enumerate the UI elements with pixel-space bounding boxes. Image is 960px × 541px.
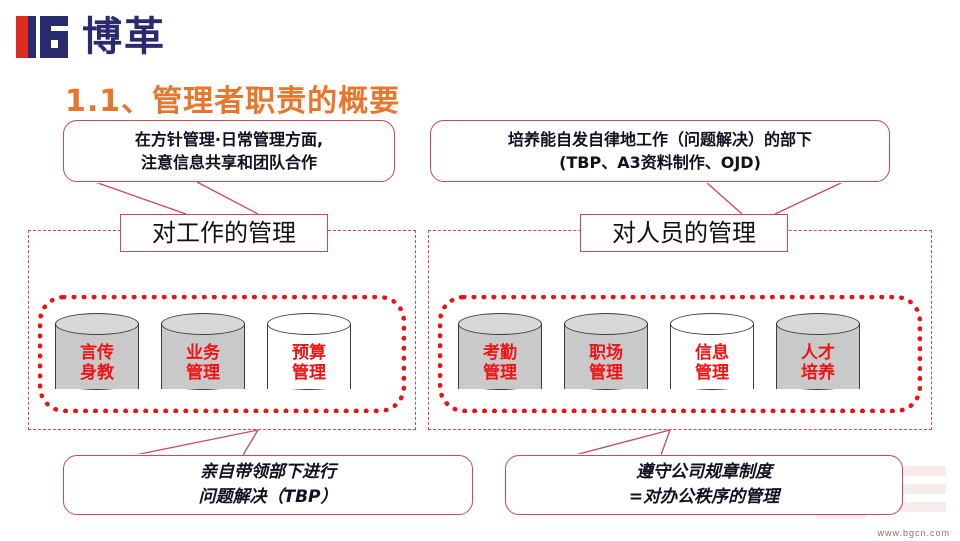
bg-monogram-icon: [14, 14, 72, 60]
callout-text: 亲自带领部下进行 问题解决（TBP）: [198, 462, 338, 507]
callout-top-left: 在方针管理·日常管理方面, 注意信息共享和团队合作: [63, 120, 395, 182]
cylinder-label: 预算 管理: [292, 342, 326, 383]
cylinder-label: 人才 培养: [801, 342, 835, 383]
cylinder-item[interactable]: 考勤 管理: [458, 313, 542, 397]
cylinder-item[interactable]: 预算 管理: [267, 313, 351, 397]
cylinder-body: [55, 323, 139, 389]
cylinder-top: [458, 313, 542, 335]
group-box-work-management: [38, 295, 406, 413]
group-box-people-management: [438, 295, 922, 413]
callout-top-right: 培养能自发自律地工作（问题解决）的部下 (TBP、A3资料制作、OJD): [430, 120, 890, 182]
cylinder-top: [161, 313, 245, 335]
callout-bottom-left: 亲自带领部下进行 问题解决（TBP）: [63, 455, 473, 515]
page-title: 1.1、管理者职责的概要: [65, 84, 401, 119]
cylinder-label: 业务 管理: [186, 342, 220, 383]
cylinder-top: [55, 313, 139, 335]
cylinder-item[interactable]: 职场 管理: [564, 313, 648, 397]
cylinder-top: [776, 313, 860, 335]
cylinder-row-people-management: 考勤 管理 职场 管理 信息 管理 人才 培养: [458, 312, 904, 398]
brand-name: 博革: [82, 14, 166, 60]
region-label-text: 对工作的管理: [152, 219, 296, 247]
callout-bottom-right: 遵守公司规章制度 =对办公秩序的管理: [505, 455, 903, 515]
callout-text: 在方针管理·日常管理方面, 注意信息共享和团队合作: [134, 129, 324, 172]
cylinder-top: [267, 313, 351, 335]
cylinder-item[interactable]: 信息 管理: [670, 313, 754, 397]
cylinder-label: 考勤 管理: [483, 342, 517, 383]
cylinder-label: 信息 管理: [695, 342, 729, 383]
callout-text: 遵守公司规章制度 =对办公秩序的管理: [628, 462, 780, 507]
cylinder-item[interactable]: 业务 管理: [161, 313, 245, 397]
cylinder-top: [670, 313, 754, 335]
cylinder-item[interactable]: 言传 身教: [55, 313, 139, 397]
cylinder-top: [564, 313, 648, 335]
region-label-text: 对人员的管理: [612, 219, 756, 247]
cylinder-label: 职场 管理: [589, 342, 623, 383]
brand-logo: 博革: [14, 12, 166, 62]
region-label-people-management: 对人员的管理: [580, 214, 788, 252]
cylinder-item[interactable]: 人才 培养: [776, 313, 860, 397]
region-label-work-management: 对工作的管理: [120, 214, 328, 252]
watermark-text: www.bgcn.com: [877, 528, 950, 538]
cylinder-row-work-management: 言传 身教 业务 管理 预算 管理: [55, 312, 391, 398]
callout-text: 培养能自发自律地工作（问题解决）的部下 (TBP、A3资料制作、OJD): [507, 129, 812, 172]
cylinder-label: 言传 身教: [80, 342, 114, 383]
